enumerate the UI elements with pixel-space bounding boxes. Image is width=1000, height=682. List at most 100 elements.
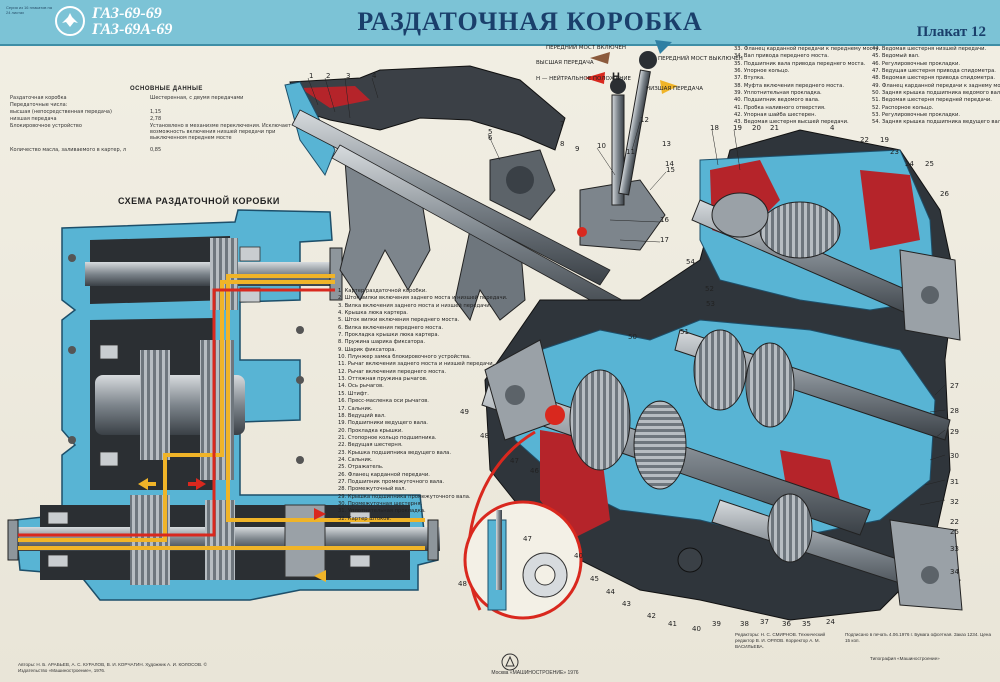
speedometer-gear-icon [545, 405, 565, 425]
output-gear-high [205, 500, 235, 580]
output-gear-3d [569, 369, 631, 471]
legend-item: 51. Ведомая шестерня передней передачи. [872, 97, 992, 104]
cover-gasket [300, 86, 370, 108]
callout-number: 18 [710, 124, 719, 132]
callout-number: 16 [660, 216, 669, 224]
legend-item: 32. Картер штоков. [338, 515, 392, 522]
arrow-left-icon [314, 570, 326, 582]
legend-item: 20. Прокладка крышки. [338, 427, 403, 434]
basic-data-label: Количество масла, заливаемого в картер, … [10, 147, 127, 153]
callout-number: 48 [480, 432, 489, 440]
callout-number: 30 [950, 452, 959, 460]
legend-item: 25. Отражатель. [338, 464, 384, 471]
footer-printer: Типография «Машиностроение» [870, 656, 940, 661]
legend-item: 41. Пробка наливного отверстия. [734, 104, 826, 111]
models-line-1: ГАЗ-69-69 [92, 5, 162, 22]
legend-item: 16. Пресс-масленка оси рычагов. [338, 398, 429, 405]
basic-data-value: Установлено в механизме переключения. Ис… [150, 123, 291, 142]
callout-number: 22 [860, 136, 869, 144]
callout-number: 27 [950, 382, 959, 390]
basic-data-value: 2,78 [150, 116, 162, 122]
power-flow-high [18, 288, 335, 537]
legend-item: 18. Ведущий вал. [338, 412, 386, 419]
callout-number: 33 [950, 545, 959, 553]
legend-item: 21. Стопорное кольцо подшипника. [338, 434, 437, 441]
callout-number: 39 [712, 620, 721, 628]
callout-number: 13 [662, 140, 671, 148]
callout-number: 34 [950, 568, 959, 576]
callout-number: 49 [460, 408, 469, 416]
label-neutral: Н — НЕЙТРАЛЬНОЕ ПОЛОЖЕНИЕ [536, 76, 631, 82]
basic-data-heading: ОСНОВНЫЕ ДАННЫЕ [130, 86, 203, 92]
callout-number: 10 [597, 142, 606, 150]
legend-item: 43. Ведомая шестерня высшей передачи. [734, 119, 849, 126]
callout-number: 36 [782, 620, 791, 628]
legend-parts-1-32: 1. Картер раздаточной коробки.2. Шток ви… [338, 288, 508, 523]
callout-number: 15 [666, 166, 675, 174]
legend-item: 29. Крышка подшипника промежуточного вал… [338, 493, 471, 500]
poster-header: Серия из 16 плакатов на 24 листах ГАЗ-69… [0, 0, 1000, 46]
legend-item: 48. Ведомая шестерня привода спидометра. [872, 75, 996, 82]
callout-number: 8 [560, 140, 565, 148]
legend-item: 6. Вилка включения переднего моста. [338, 324, 444, 331]
label-low: НИЗШАЯ ПЕРЕДАЧА [646, 86, 703, 92]
callout-number: 22 [950, 518, 959, 526]
legend-item: 9. Шарик фиксатора. [338, 346, 397, 353]
legend-item: 12. Рычаг включения переднего моста. [338, 368, 446, 375]
legend-item: 15. Штифт. [338, 390, 369, 397]
legend-item: 49. Фланец карданной передачи к заднему … [872, 82, 1000, 89]
callout-number: 4 [372, 72, 377, 80]
output-gear-3d-2 [633, 400, 687, 490]
basic-data-value: Шестеренная, с двумя передачами [150, 95, 244, 101]
legend-item: 4. Крышка люка картера. [338, 310, 408, 317]
callout-number: 40 [574, 552, 583, 560]
callout-number: 45 [590, 575, 599, 583]
scheme-title: СХЕМА РАЗДАТОЧНОЙ КОРОБКИ [118, 196, 280, 206]
callout-number: 35 [802, 620, 811, 628]
callout-number: 2 [326, 72, 331, 80]
label-front-on: ПЕРЕДНИЙ МОСТ ВКЛЮЧЕН [546, 45, 626, 51]
callout-number: 5 [488, 128, 493, 136]
leader-lines [307, 77, 946, 506]
gaz-deer-logo-icon [55, 6, 85, 36]
front-flange-hub [921, 566, 939, 584]
callout-number: 21 [770, 124, 779, 132]
neutral-letter: Н [612, 71, 620, 83]
intermediate-gear-1 [140, 350, 170, 460]
legend-item: 28. Промежуточный вал. [338, 486, 407, 493]
coupling-sleeve-3d [767, 493, 813, 563]
legend-item: 23. Крышка подшипника ведущего вала. [338, 449, 451, 456]
detent-ring [506, 166, 534, 194]
legend-item: 34. Вал привода переднего моста. [734, 53, 829, 60]
footer-editors: Редакторы: Н. С. СМИРНОВ. Технический ре… [735, 632, 826, 649]
arrow-right-icon [188, 478, 206, 490]
callout-number: 28 [950, 407, 959, 415]
legend-item: 27. Подшипник промежуточного вала. [338, 478, 445, 485]
callout-number: 19 [733, 124, 742, 132]
basic-data-label: низшая передача [10, 116, 57, 122]
legend-item: 42. Упорная шайба шестерен. [734, 112, 817, 119]
callout-number: 37 [760, 618, 769, 626]
legend-item: 36. Упорное кольцо. [734, 68, 790, 75]
shift-rod-rear [291, 109, 611, 286]
legend-item: 14. Ось рычагов. [338, 383, 384, 390]
arrow-left-icon [138, 478, 156, 490]
legend-item: 10. Плунжер замка блокировочного устройс… [338, 354, 471, 361]
legend-item: 2. Шток вилки включения заднего моста и … [338, 295, 508, 302]
legend-item: 31. Уплотнительная прокладка. [338, 508, 426, 515]
callout-number: 26 [940, 190, 949, 198]
legend-parts-44-54: 44. Ведомая шестерня низшей передачи.45.… [872, 46, 1000, 127]
callout-number: 40 [692, 625, 701, 633]
basic-data-row: высшая (непосредственная передача)1,15 [10, 109, 310, 115]
legend-item: 11. Рычаг включения заднего моста и низш… [338, 361, 495, 368]
arrow-front-on-icon [590, 52, 610, 64]
basic-data-row: Передаточные числа: [10, 102, 310, 108]
callout-number: 32 [950, 498, 959, 506]
drive-bearing-3d [711, 192, 769, 238]
legend-item: 33. Фланец карданной передачи к переднем… [734, 46, 881, 52]
footer-print-info: Подписано в печать 4.06.1976 г. Бумага о… [845, 632, 992, 643]
basic-data-label: Блокировочное устройство [10, 123, 82, 129]
gearbox-scheme [7, 209, 440, 601]
legend-item: 53. Регулировочные прокладки. [872, 112, 961, 119]
front-flange-3d [889, 519, 963, 611]
